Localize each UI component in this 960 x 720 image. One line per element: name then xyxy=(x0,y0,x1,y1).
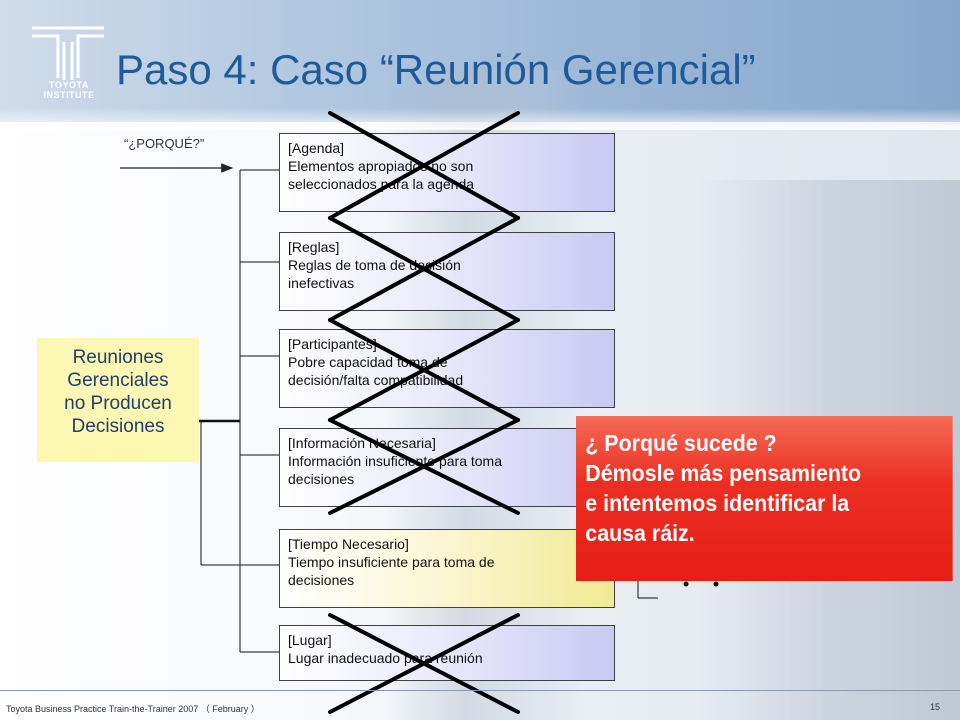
cause-text: inefectivas xyxy=(288,275,355,291)
cause-box-agenda: [Agenda] Elementos apropiados no son sel… xyxy=(279,133,615,212)
cause-text: decisión/falta compatibilidad xyxy=(288,372,464,388)
root-problem-box: Reuniones Gerenciales no Producen Decisi… xyxy=(37,338,199,462)
root-line: Reuniones xyxy=(72,347,164,368)
cause-text: seleccionados para la agenda xyxy=(288,176,475,192)
root-line: no Producen xyxy=(64,393,172,414)
callout-line: causa ráiz. xyxy=(585,520,695,546)
cause-category: [Lugar] xyxy=(288,632,332,648)
cause-text: Tiempo insuficiente para toma de xyxy=(288,554,495,570)
root-line: Decisiones xyxy=(71,416,165,437)
cause-category: [Participantes] xyxy=(288,336,377,352)
callout-line: e intentemos identificar la xyxy=(585,490,850,516)
cause-text: decisiones xyxy=(288,572,355,588)
cause-text: decisiones xyxy=(288,471,355,487)
cause-text: Reglas de toma de decisión xyxy=(288,257,461,273)
cause-category: [Reglas] xyxy=(288,239,340,255)
slide-title: Paso 4: Caso “Reunión Gerencial” xyxy=(116,46,756,93)
cause-category: [Información Necesaria] xyxy=(288,435,436,451)
cause-box-tiempo: [Tiempo Necesario] Tiempo insuficiente p… xyxy=(279,529,615,608)
header-banner xyxy=(0,0,960,122)
page-number: 15 xyxy=(930,702,941,712)
cause-box-lugar: [Lugar] Lugar inadecuado para reunión xyxy=(279,625,615,681)
footer-divider xyxy=(0,690,960,691)
footer-text: Toyota Business Practice Train-the-Train… xyxy=(6,704,260,714)
cause-text: Elementos apropiados no son xyxy=(288,158,474,174)
callout-line: ¿ Porqué sucede ? xyxy=(585,430,777,456)
why-label: “¿PORQUÉ?” xyxy=(124,136,205,151)
callout-line: Démosle más pensamiento xyxy=(585,460,862,486)
cause-category: [Agenda] xyxy=(288,140,345,156)
cause-box-participantes: [Participantes] Pobre capacidad toma de … xyxy=(279,329,615,408)
cause-text: Pobre capacidad toma de xyxy=(288,354,448,370)
cause-box-reglas: [Reglas] Reglas de toma de decisión inef… xyxy=(279,232,615,311)
cause-text: Información insuficiente para toma xyxy=(288,453,502,469)
logo-label: TOYOTA INSTITUTE xyxy=(43,80,95,100)
callout-box: ¿ Porqué sucede ? Démosle más pensamient… xyxy=(576,416,953,581)
cause-category: [Tiempo Necesario] xyxy=(288,536,409,552)
cause-text: Lugar inadecuado para reunión xyxy=(288,650,483,666)
cause-box-informacion: [Información Necesaria] Información insu… xyxy=(279,428,615,507)
root-line: Gerenciales xyxy=(67,370,169,391)
toyota-institute-logo xyxy=(32,26,104,80)
